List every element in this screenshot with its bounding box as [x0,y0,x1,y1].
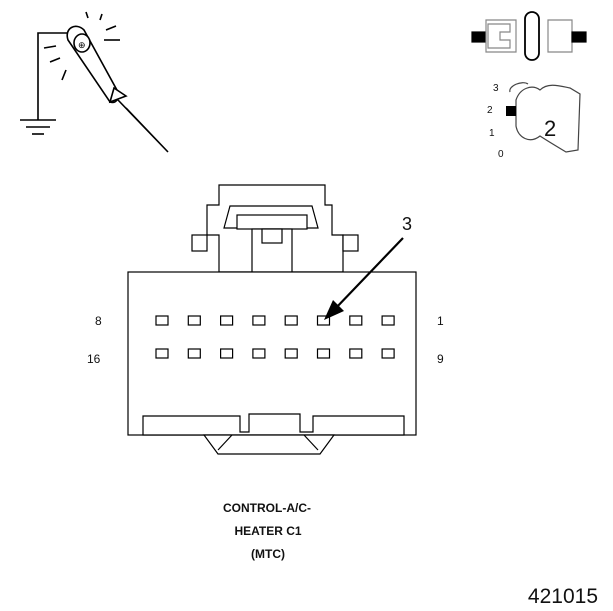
key-position-3: 3 [493,83,499,94]
pin-cavity-9 [381,348,395,359]
key-position-2: 2 [487,105,493,116]
pin-cavity-13 [252,348,266,359]
disconnected-connector-icon [471,11,587,61]
pin-cavity-14 [220,348,234,359]
test-light-probe-icon: ⊕ [37,11,169,153]
key-selected-position: 2 [544,116,556,141]
pin-cavity-7 [187,315,201,326]
pin-cavity-15 [187,348,201,359]
pin-cavity-4 [284,315,298,326]
pin-cavity-8 [155,315,169,326]
key-position-0: 0 [498,149,504,160]
key-position-1: 1 [489,128,495,139]
caption-line-3: (MTC) [251,547,285,561]
pin-label-1: 1 [437,314,444,328]
callout-arrow [324,237,404,320]
caption-line-2: HEATER C1 [234,524,301,538]
pin-label-9: 9 [437,352,444,366]
pin-label-8: 8 [95,314,102,328]
pin-cavity-5 [252,315,266,326]
svg-text:⊕: ⊕ [78,40,86,50]
pin-cavity-11 [316,348,331,359]
pin-cavity-12 [284,348,298,359]
figure-id: 421015 [528,585,598,608]
pin-cavity-3 [316,315,331,326]
pin-cavities [155,315,395,359]
ignition-key-icon: 3 2 1 0 2 [487,82,581,160]
connector-face [127,184,417,455]
pin-cavity-1 [381,315,395,326]
pin-cavity-2 [349,315,363,326]
pin-label-16: 16 [87,352,101,366]
caption-line-1: CONTROL-A/C- [223,501,311,515]
callout-number: 3 [402,214,412,234]
pin-cavity-10 [349,348,363,359]
ground-symbol-icon [20,119,56,135]
pin-cavity-6 [220,315,234,326]
pin-cavity-16 [155,348,169,359]
